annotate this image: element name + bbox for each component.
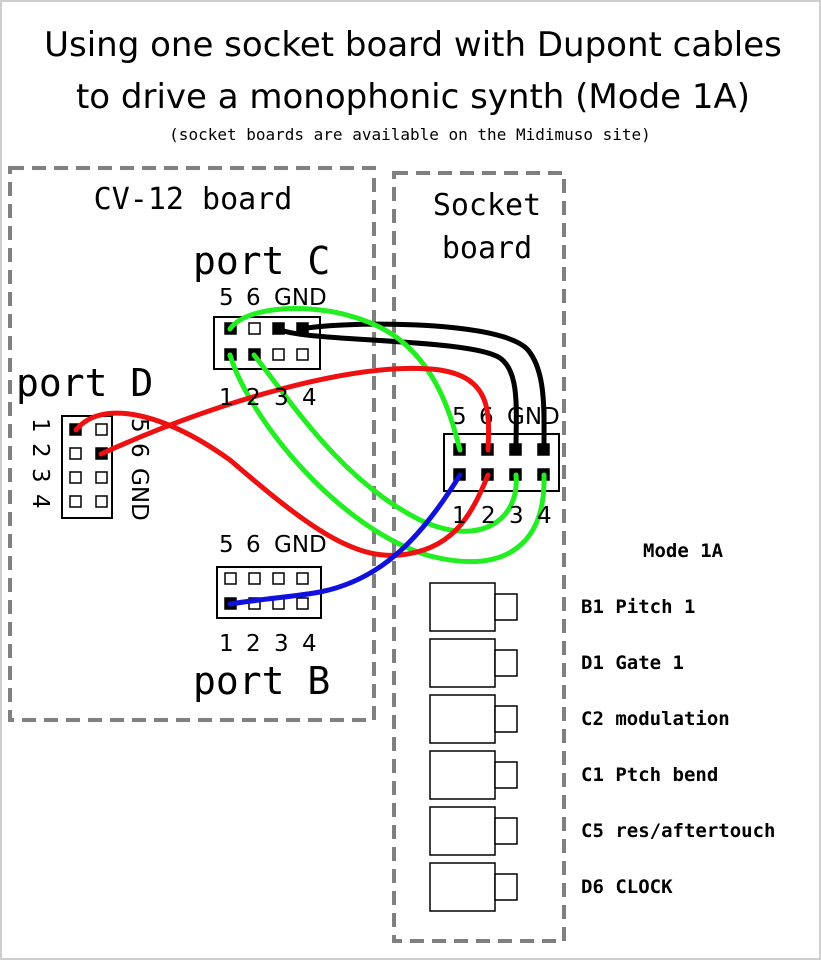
port-d-label-3: 3 <box>27 468 53 483</box>
socket-bottom-labels: 1 2 3 4 <box>452 503 552 529</box>
port-b-label-5: 5 <box>219 532 234 558</box>
port-b-pin-gnd-a <box>272 572 285 585</box>
mode-output-5: C5 res/aftertouch <box>581 820 775 842</box>
port-b-label-4: 4 <box>302 631 317 657</box>
port-c-label-1: 1 <box>219 385 234 411</box>
title-line-1: Using one socket board with Dupont cable… <box>44 25 782 65</box>
port-b-pin-4 <box>296 597 309 610</box>
jack-barrel <box>494 593 518 621</box>
port-b-label: port B <box>193 659 330 703</box>
wire-red-d6 <box>98 365 492 457</box>
port-d-label-gnd: GND <box>126 468 152 521</box>
socket-board-outline <box>392 171 566 943</box>
port-c-label-2: 2 <box>246 385 261 411</box>
port-d-label-1: 1 <box>27 418 53 433</box>
wire-blue-b1 <box>227 472 463 607</box>
mode-output-3: C2 modulation <box>581 708 730 730</box>
port-b-bottom-labels: 1 2 3 4 <box>219 631 317 657</box>
wire-red-d1 <box>73 410 491 558</box>
mode-output-4: C1 Ptch bend <box>581 764 718 786</box>
port-c-pin-6 <box>248 322 261 335</box>
socket-label-4: 4 <box>537 503 552 529</box>
socket-label-2: 2 <box>481 503 496 529</box>
mode-output-1: B1 Pitch 1 <box>581 596 695 618</box>
port-b-pin-6 <box>248 572 261 585</box>
socket-label-3: 3 <box>509 503 524 529</box>
jack-5 <box>429 806 518 856</box>
port-c-pin-4 <box>296 348 309 361</box>
port-d-label-6: 6 <box>126 443 152 458</box>
port-d-right-labels: 5 6 GND <box>126 418 152 521</box>
socket-board-label-line-2: board <box>442 231 532 266</box>
port-d-pin-4 <box>69 495 82 508</box>
port-d-pin-3 <box>69 471 82 484</box>
jack-barrel <box>494 705 518 733</box>
jack-body <box>429 582 496 632</box>
jack-body <box>429 806 496 856</box>
jack-barrel <box>494 817 518 845</box>
port-d-pin-gnd-a <box>95 471 108 484</box>
mode-output-6: D6 CLOCK <box>581 876 673 898</box>
port-d-label-2: 2 <box>27 443 53 458</box>
jack-body <box>429 750 496 800</box>
jack-3 <box>429 694 518 744</box>
port-b-label-1: 1 <box>219 631 234 657</box>
port-d-pin-2 <box>69 447 82 460</box>
port-c-label-6: 6 <box>246 285 261 311</box>
port-b-pin-5 <box>224 572 237 585</box>
wire-black-gnd-a <box>276 326 519 453</box>
wire-black-gnd-b <box>300 321 547 453</box>
jack-body <box>429 638 496 688</box>
jack-6 <box>429 862 518 912</box>
port-b-label-2: 2 <box>246 631 261 657</box>
port-d-label-4: 4 <box>27 494 53 509</box>
jack-body <box>429 694 496 744</box>
mode-title: Mode 1A <box>643 540 724 562</box>
jack-2 <box>429 638 518 688</box>
jack-body <box>429 862 496 912</box>
cv12-board-label: CV-12 board <box>94 182 293 217</box>
socket-label-1: 1 <box>452 503 467 529</box>
port-d-label: port D <box>16 361 153 405</box>
title-line-2: to drive a monophonic synth (Mode 1A) <box>76 77 750 117</box>
port-b-label-3: 3 <box>274 631 289 657</box>
jack-barrel <box>494 873 518 901</box>
port-d-pins <box>69 423 108 508</box>
subtitle: (socket boards are available on the Midi… <box>169 125 651 144</box>
port-c-pin-3 <box>272 348 285 361</box>
wire-green-c2 <box>251 352 519 534</box>
port-d-pin-gnd-b <box>95 495 108 508</box>
port-c-label-3: 3 <box>274 385 289 411</box>
port-c-bottom-labels: 1 2 3 4 <box>219 385 317 411</box>
wire-green-c1 <box>227 352 547 564</box>
port-d-label-5: 5 <box>126 418 152 433</box>
port-c-label-4: 4 <box>302 385 317 411</box>
port-b-top-labels: 5 6 GND <box>219 532 327 558</box>
socket-board-label-line-1: Socket <box>433 188 541 223</box>
wire-green-c5 <box>227 305 463 453</box>
dupont-wires <box>73 305 547 607</box>
port-d-left-labels: 1 2 3 4 <box>27 418 53 509</box>
jack-1 <box>429 582 518 632</box>
port-b-pins <box>224 572 309 610</box>
mode-output-2: D1 Gate 1 <box>581 652 684 674</box>
cv12-board-outline <box>8 166 376 722</box>
port-c-label: port C <box>193 239 330 283</box>
port-b-label-gnd: GND <box>274 532 327 558</box>
port-c-label-5: 5 <box>219 285 234 311</box>
port-d-pin-5 <box>95 423 108 436</box>
jack-barrel <box>494 649 518 677</box>
output-jacks <box>429 582 518 912</box>
port-b-pin-gnd-b <box>296 572 309 585</box>
jack-barrel <box>494 761 518 789</box>
port-b-label-6: 6 <box>246 532 261 558</box>
jack-4 <box>429 750 518 800</box>
socket-label-5: 5 <box>452 404 467 430</box>
mode-outputs: B1 Pitch 1 D1 Gate 1 C2 modulation C1 Pt… <box>581 596 775 898</box>
